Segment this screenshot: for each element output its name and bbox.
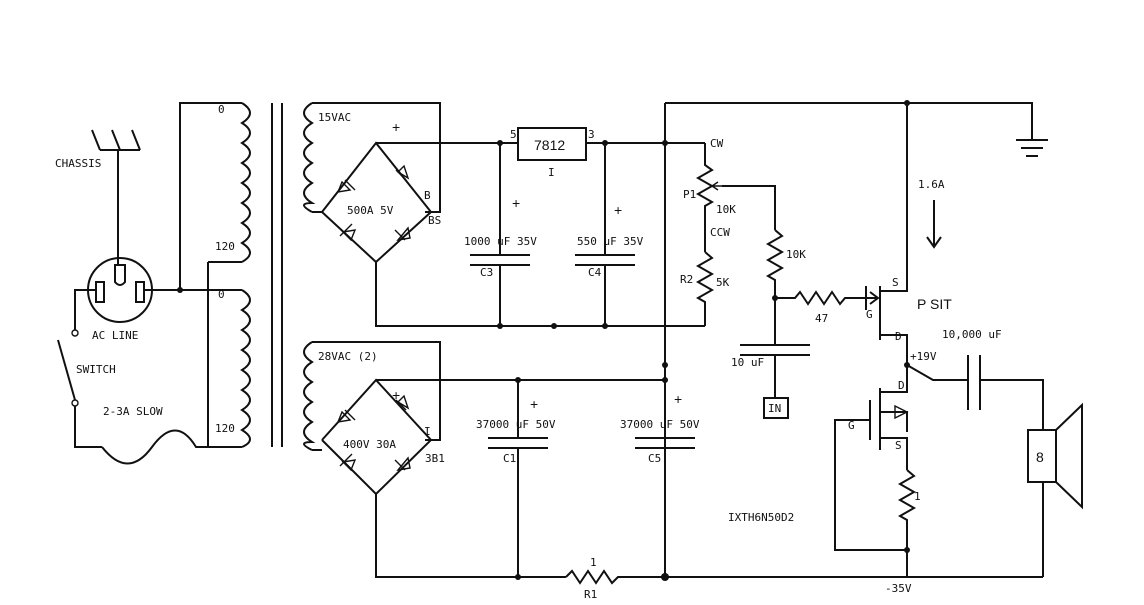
out-cap-label: 10,000 uF [942, 328, 1002, 341]
r2-value-label: 5K [716, 276, 730, 289]
mos-g-label: G [848, 419, 855, 432]
c3-name-label: C3 [480, 266, 493, 279]
mos-s-label: S [895, 439, 902, 452]
bridge1-part-label: B [424, 189, 431, 202]
current-label: 1.6A [918, 178, 945, 191]
switch-label: SWITCH [76, 363, 116, 376]
sit-s-label: S [892, 276, 899, 289]
r1ohm-label: 1 [914, 490, 921, 503]
capacitor-c4-icon [575, 143, 635, 326]
ac-plug-icon [87, 257, 153, 323]
resistor-47-icon [775, 290, 866, 306]
capacitor-input-icon [740, 298, 810, 398]
reg-pin-in-label: 5 [510, 128, 517, 141]
capacitor-c3-icon [470, 143, 530, 326]
ground-icon [1016, 139, 1048, 157]
bridge2-plus-label: + [392, 387, 400, 403]
sit-name-label: P SIT [917, 296, 952, 312]
r10k-label: 10K [786, 248, 806, 261]
bridge-rectifier-1-icon [321, 141, 433, 264]
c1-value-label: 37000 uF 50V [476, 418, 556, 431]
fuse-label: 2-3A SLOW [103, 405, 163, 418]
transformer-secondary-1-icon [303, 102, 441, 213]
tap-120-bottom-label: 120 [215, 422, 235, 435]
r47-label: 47 [815, 312, 828, 325]
wire-ground-1 [375, 262, 705, 327]
sec2-voltage-label: 28VAC (2) [318, 350, 378, 363]
chassis-ground [91, 129, 141, 265]
bridge1-part2-label: BS [428, 214, 441, 227]
c4-value-label: 550 uF 35V [577, 235, 644, 248]
mos-d-label: D [898, 379, 905, 392]
wire-output [906, 364, 968, 381]
r1-name-label: R1 [584, 588, 597, 601]
switch-icon [57, 329, 102, 448]
mosfet-icon [834, 365, 909, 551]
capacitor-output-icon [967, 355, 1044, 430]
c5-plus-label: + [674, 391, 682, 407]
bridge1-plus-label: + [392, 119, 400, 135]
c3-plus-label: + [512, 195, 520, 211]
c1-plus-label: + [530, 396, 538, 412]
bridge-rectifier-2-icon [321, 378, 433, 496]
fuse-icon [101, 429, 210, 465]
transformer-primary-icon [180, 102, 251, 448]
sec1-voltage-label: 15VAC [318, 111, 351, 124]
v19-label: +19V [910, 350, 937, 363]
capacitor-c5-icon [635, 380, 695, 577]
reg-name-label: 7812 [534, 137, 565, 153]
c3-value-label: 1000 uF 35V [464, 235, 537, 248]
wire-wiper [722, 185, 776, 230]
mosfet-part-label: IXTH6N50D2 [728, 511, 794, 524]
ac-line-label: AC LINE [92, 329, 138, 342]
tap-0-top-label: 0 [218, 103, 225, 116]
line-hot-wire [144, 102, 242, 291]
c-in-label: 10 uF [731, 356, 764, 369]
transformer-core [271, 103, 283, 447]
ccw-label: CCW [710, 226, 730, 239]
sit-d-label: D [895, 330, 902, 343]
input-label: IN [768, 402, 781, 415]
bridge2-rating-label: 400V 30A [343, 438, 396, 451]
c4-plus-label: + [614, 202, 622, 218]
c4-name-label: C4 [588, 266, 602, 279]
resistor-r1-icon [565, 569, 665, 585]
r1-value-label: 1 [590, 556, 597, 569]
chassis-label: CHASSIS [55, 157, 101, 170]
bridge1-rating-label: 500A 5V [347, 204, 394, 217]
line-neutral-wire [74, 289, 96, 330]
sit-g-label: G [866, 308, 873, 321]
potentiometer-p1-icon [695, 143, 722, 252]
r2-label: R2 [680, 273, 693, 286]
c5-value-label: 37000 uF 50V [620, 418, 700, 431]
sit-transistor-icon [865, 103, 908, 365]
speaker-label: 8 [1036, 449, 1044, 465]
v35-label: -35V [885, 582, 912, 595]
wire-top-rail [665, 102, 1033, 140]
current-arrow-icon [926, 200, 942, 249]
reg-pin-out-label: 3 [588, 128, 595, 141]
tap-120-top-label: 120 [215, 240, 235, 253]
resistor-10k-icon [765, 229, 785, 298]
tap-0-bottom-label: 0 [218, 288, 225, 301]
p1-value-label: 10K [716, 203, 736, 216]
bridge2-part-label: I [424, 425, 431, 438]
wire-bottom-left [375, 494, 566, 578]
resistor-r2-icon [695, 251, 715, 326]
p1-label: P1 [683, 188, 696, 201]
bridge2-part2-label: 3B1 [425, 452, 445, 465]
c1-name-label: C1 [503, 452, 516, 465]
cw-label: CW [710, 137, 724, 150]
capacitor-c1-icon [488, 380, 548, 577]
transformer-secondary-2-icon [303, 341, 441, 451]
input-connector[interactable] [763, 397, 789, 419]
c5-name-label: C5 [648, 452, 661, 465]
resistor-1-ohm-icon [897, 469, 917, 577]
reg-gnd-label: I [548, 166, 555, 179]
